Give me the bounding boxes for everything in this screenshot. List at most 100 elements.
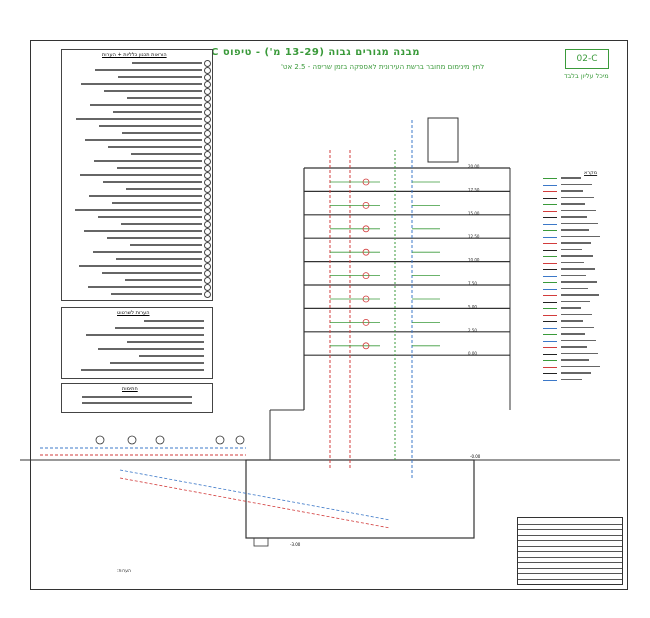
note-number-circle: [204, 95, 211, 102]
legend-text-line: [561, 235, 600, 237]
sheet-top-label: מיכל עליון בלבד: [564, 72, 609, 80]
signature-text-line: [82, 402, 192, 404]
note-number-circle: [204, 207, 211, 214]
note-text-line: [85, 139, 202, 141]
legend-text-line: [561, 313, 592, 315]
note-number-circle: [204, 67, 211, 74]
legend-text-line: [561, 372, 591, 374]
legend-symbol: [543, 327, 557, 329]
note-number-circle: [204, 291, 211, 298]
legend-symbol: [543, 334, 557, 335]
legend-symbol: [543, 269, 557, 270]
sheet-code: 02-C: [565, 49, 609, 69]
drawing-note-text-line: [127, 341, 204, 343]
legend-symbol: [543, 373, 557, 374]
legend-text-line: [561, 320, 583, 322]
note-text-line: [127, 97, 202, 99]
legend-text-line: [561, 190, 583, 192]
legend-symbol: [543, 191, 557, 192]
note-text-line: [81, 83, 202, 85]
legend-text-line: [561, 242, 591, 244]
note-text-line: [121, 223, 202, 225]
note-number-circle: [204, 221, 211, 228]
note-text-line: [95, 69, 202, 71]
note-number-circle: [204, 116, 211, 123]
note-text-line: [132, 62, 202, 64]
note-text-line: [117, 167, 202, 169]
note-text-line: [94, 160, 202, 162]
title-block-row: [518, 534, 622, 536]
legend-symbol: [543, 314, 557, 316]
note-text-line: [108, 146, 202, 148]
note-text-line: [113, 111, 202, 113]
bottom-notes-title: הערות:: [117, 569, 131, 574]
legend-symbol: [543, 249, 557, 251]
note-number-circle: [204, 144, 211, 151]
signature-title: חתימות: [122, 386, 138, 392]
note-text-line: [122, 132, 202, 134]
note-text-line: [107, 237, 202, 239]
drawing-notes-panel: הערות לשרטוט: [61, 307, 213, 379]
legend-text-line: [561, 333, 585, 335]
note-text-line: [79, 265, 202, 267]
legend-symbol: [543, 217, 557, 218]
note-text-line: [75, 209, 202, 211]
legend-text-line: [561, 177, 581, 179]
legend-text-line: [561, 352, 598, 354]
note-number-circle: [204, 165, 211, 172]
legend-text-line: [561, 268, 595, 270]
note-number-circle: [204, 263, 211, 270]
note-text-line: [126, 188, 202, 190]
legend-text-line: [561, 203, 585, 205]
note-number-circle: [204, 130, 211, 137]
legend-title: מקרא: [584, 170, 598, 176]
note-text-line: [130, 244, 202, 246]
note-number-circle: [204, 249, 211, 256]
title-block-row: [518, 523, 622, 525]
title-block-row: [518, 562, 622, 563]
legend-symbol: [543, 262, 557, 264]
legend-symbol: [543, 243, 557, 244]
note-number-circle: [204, 109, 211, 116]
note-text-line: [103, 181, 202, 183]
drawing-note-text-line: [139, 355, 204, 357]
legend-symbol: [543, 210, 557, 212]
legend-text-line: [561, 222, 598, 224]
legend-symbol: [543, 223, 557, 225]
note-number-circle: [204, 284, 211, 291]
legend-text-line: [561, 300, 590, 302]
legend-symbol: [543, 230, 557, 231]
title-block-row: [518, 545, 622, 547]
legend-symbol: [543, 347, 557, 348]
legend-text-line: [561, 307, 581, 309]
legend-text-line: [561, 196, 594, 198]
legend-text-line: [561, 261, 584, 263]
note-number-circle: [204, 172, 211, 179]
note-number-circle: [204, 123, 211, 130]
drawing-note-text-line: [115, 327, 204, 329]
drawing-subtitle: לחץ מינימום מחובר ברשת העירונית לאספקה ב…: [281, 63, 485, 71]
note-number-circle: [204, 277, 211, 284]
legend-text-line: [561, 216, 587, 218]
legend-symbol: [543, 353, 557, 355]
note-text-line: [111, 293, 202, 295]
note-number-circle: [204, 270, 211, 277]
legend-symbol: [543, 379, 557, 381]
note-number-circle: [204, 214, 211, 221]
title-block-row: [518, 578, 622, 580]
legend-text-line: [561, 248, 582, 250]
signature-text-line: [82, 396, 192, 398]
note-text-line: [84, 230, 202, 232]
legend-text-line: [561, 339, 596, 341]
note-text-line: [88, 286, 202, 288]
legend-symbol: [543, 360, 557, 361]
note-text-line: [98, 216, 202, 218]
legend-symbol: [543, 295, 557, 296]
note-number-circle: [204, 102, 211, 109]
note-number-circle: [204, 235, 211, 242]
note-number-circle: [204, 88, 211, 95]
note-number-circle: [204, 186, 211, 193]
note-text-line: [116, 258, 202, 260]
note-number-circle: [204, 158, 211, 165]
note-number-circle: [204, 200, 211, 207]
